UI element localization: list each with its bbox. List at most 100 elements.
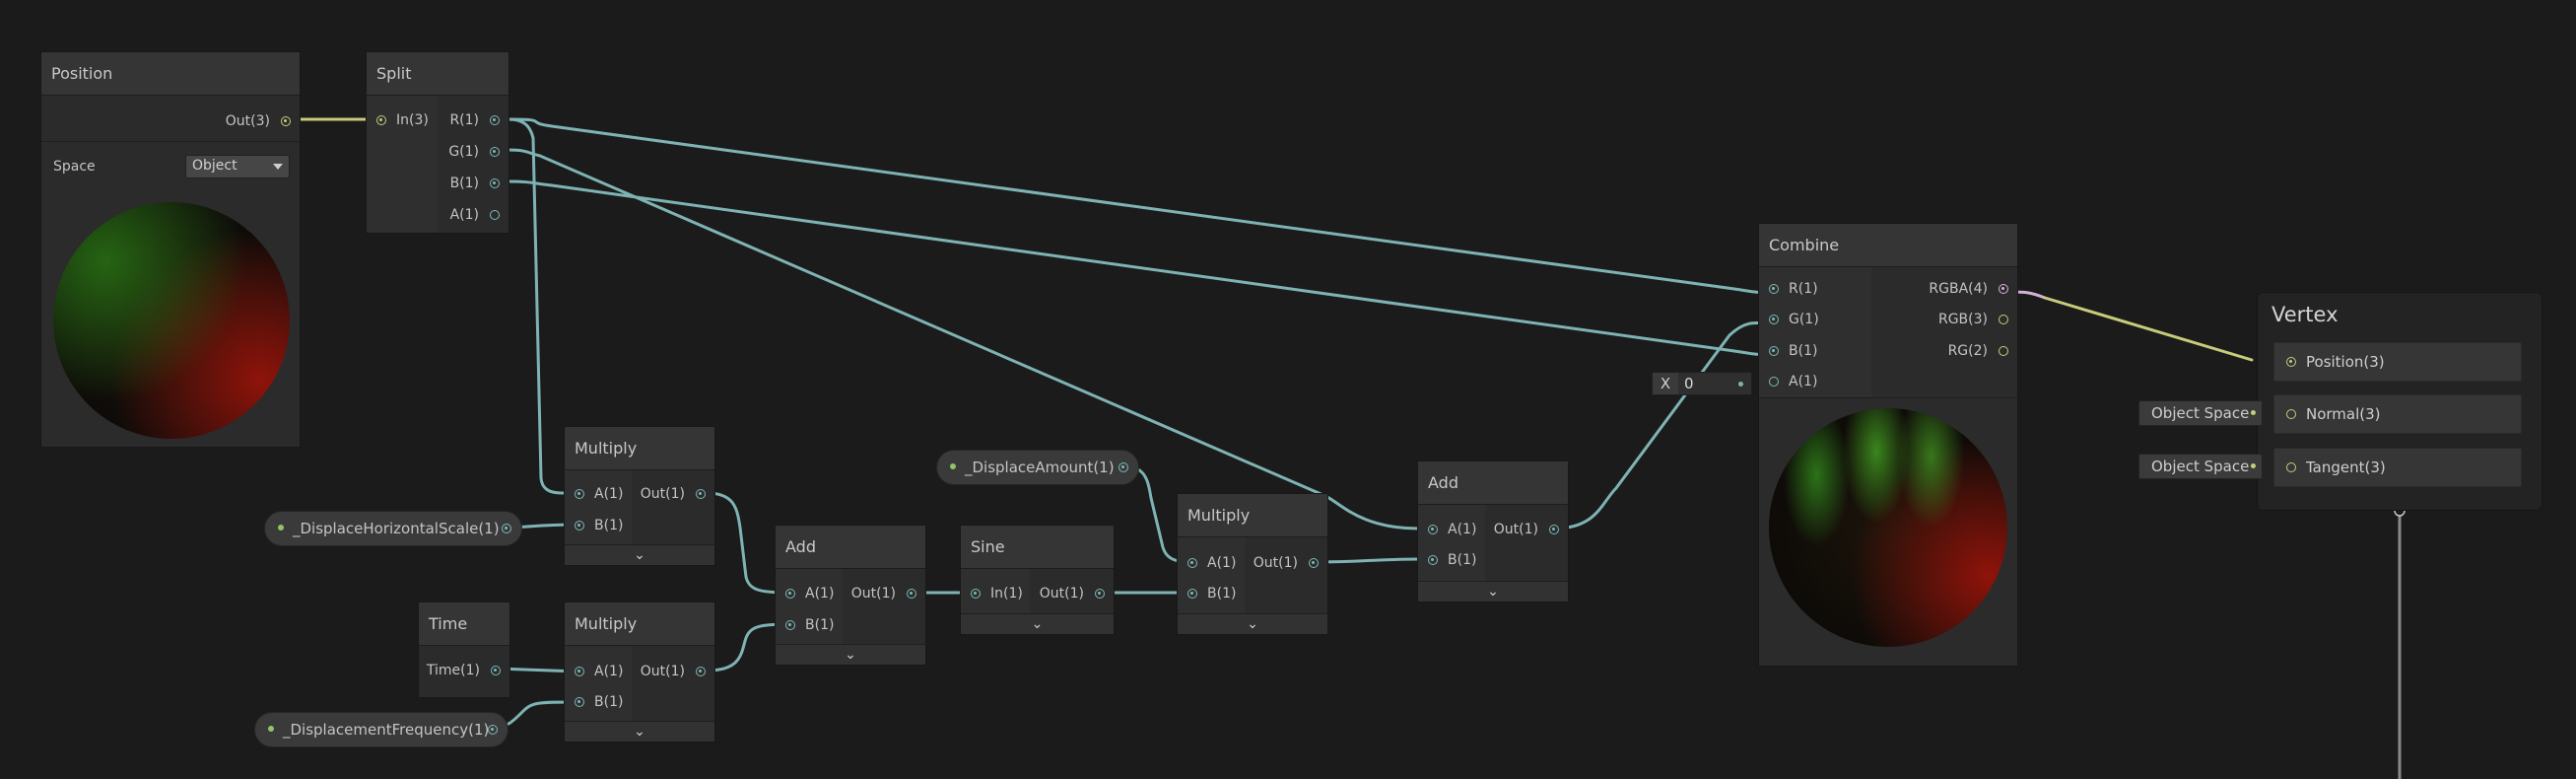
wire-split-r-to-multiply1-a[interactable] [507, 117, 580, 495]
property-dot-icon [950, 463, 956, 469]
vertex-slot-position[interactable]: Position(3) [2273, 342, 2522, 382]
combine-a-default-dot-icon [1738, 382, 1743, 387]
combine-in-b-label: B(1) [1789, 343, 1818, 359]
combine-out-rgb-port[interactable] [1999, 315, 2008, 324]
combine-out-rg-port[interactable] [1999, 346, 2008, 356]
add1-expand-button[interactable]: ⌄ [776, 644, 925, 665]
multiply1-out-label: Out(1) [640, 486, 685, 502]
combine-a-default-field[interactable]: X 0 [1652, 372, 1752, 395]
combine-node[interactable]: Combine R(1) G(1) B(1) A(1) RGBA(4) RGB(… [1758, 223, 2018, 667]
sine-expand-button[interactable]: ⌄ [961, 613, 1114, 634]
position-node-title: Position [41, 52, 300, 96]
add1-in-b-port[interactable] [785, 620, 795, 630]
multiply2-in-b-port[interactable] [575, 697, 584, 707]
property-displace-amount[interactable]: _DisplaceAmount(1) [936, 450, 1139, 485]
multiply2-out-port[interactable] [696, 667, 706, 676]
time-node[interactable]: Time Time(1) [418, 602, 510, 698]
add1-in-a-port[interactable] [785, 589, 795, 599]
split-out-g-port[interactable] [490, 147, 500, 157]
multiply2-in-a-port[interactable] [575, 667, 584, 676]
property-displace-horizontal-scale[interactable]: _DisplaceHorizontalScale(1) [264, 511, 522, 546]
multiply1-in-a-port[interactable] [575, 489, 584, 499]
split-out-a-port[interactable] [490, 210, 500, 220]
time-out-port[interactable] [491, 666, 501, 675]
vertex-normal-in-port[interactable] [2286, 409, 2296, 419]
multiply-node-3[interactable]: Multiply A(1) B(1) Out(1) ⌄ [1177, 493, 1328, 635]
add2-out-port[interactable] [1549, 525, 1559, 534]
multiply3-out-label: Out(1) [1253, 555, 1298, 571]
add1-out-port[interactable] [907, 589, 916, 599]
combine-out-rgba-label: RGBA(4) [1929, 281, 1988, 297]
combine-a-default-value[interactable]: 0 [1684, 375, 1694, 392]
combine-in-r-port[interactable] [1769, 284, 1779, 294]
wire-multiply1-to-add1-a[interactable] [705, 491, 790, 595]
vertex-position-in-port[interactable] [2286, 357, 2296, 367]
position-node[interactable]: Position Out(3) Space Object [40, 51, 301, 448]
multiply3-in-b-label: B(1) [1207, 586, 1237, 602]
sine-in-port[interactable] [971, 589, 981, 599]
split-out-r-label: R(1) [449, 112, 479, 128]
normal-space-field[interactable]: Object Space [2138, 400, 2263, 426]
position-preview-area [41, 192, 300, 447]
vertex-slot-normal[interactable]: Normal(3) [2273, 394, 2522, 434]
property-dot-icon [278, 525, 284, 531]
position-out-port[interactable] [281, 116, 291, 126]
multiply1-expand-button[interactable]: ⌄ [565, 544, 714, 565]
combine-in-g-port[interactable] [1769, 315, 1779, 324]
wire-split-r-to-combine-r[interactable] [507, 117, 1772, 295]
wire-add2-to-combine-g[interactable] [1552, 320, 1772, 531]
add1-in-b-label: B(1) [805, 617, 835, 633]
position-divider [41, 141, 300, 142]
wire-multiply2-to-add1-b[interactable] [705, 622, 790, 673]
wire-multiply3-to-add2-b[interactable] [1312, 557, 1421, 564]
multiply1-in-b-port[interactable] [575, 521, 584, 531]
wire-combine-rgba-to-vertex-position-b[interactable] [2043, 296, 2254, 362]
multiply-node-1[interactable]: Multiply A(1) B(1) Out(1) ⌄ [564, 426, 715, 566]
multiply-node-1-title: Multiply [565, 427, 714, 470]
add-node-1-title: Add [776, 526, 925, 569]
vertex-context-block[interactable]: Vertex Position(3) Normal(3) Tangent(3) [2257, 292, 2542, 511]
wire-split-g-to-combine-b[interactable] [507, 179, 1772, 357]
combine-in-b-port[interactable] [1769, 346, 1779, 356]
multiply2-in-b-label: B(1) [594, 694, 624, 710]
chevron-down-icon: ⌄ [1031, 616, 1044, 632]
multiply3-expand-button[interactable]: ⌄ [1178, 613, 1327, 634]
property-displacement-frequency[interactable]: _DisplacementFrequency(1) [254, 712, 508, 747]
add-node-2[interactable]: Add A(1) B(1) Out(1) ⌄ [1417, 460, 1569, 602]
multiply-node-2[interactable]: Multiply A(1) B(1) Out(1) ⌄ [564, 602, 715, 743]
space-dropdown[interactable]: Object [185, 155, 290, 178]
sine-in-label: In(1) [990, 586, 1023, 602]
combine-in-a-port[interactable] [1769, 377, 1779, 387]
chevron-down-icon: ⌄ [1247, 616, 1258, 632]
add2-in-a-label: A(1) [1448, 522, 1477, 537]
space-dot-icon [2251, 463, 2256, 468]
sine-node[interactable]: Sine In(1) Out(1) ⌄ [960, 525, 1115, 635]
tangent-space-field[interactable]: Object Space [2138, 454, 2263, 479]
add2-in-a-port[interactable] [1428, 525, 1438, 534]
multiply2-expand-button[interactable]: ⌄ [565, 721, 714, 742]
multiply1-out-port[interactable] [696, 489, 706, 499]
split-out-r-port[interactable] [490, 115, 500, 125]
split-out-b-port[interactable] [490, 178, 500, 188]
vertex-slot-tangent[interactable]: Tangent(3) [2273, 448, 2522, 487]
multiply3-out-port[interactable] [1309, 558, 1319, 568]
add2-in-b-port[interactable] [1428, 555, 1438, 565]
multiply3-in-b-port[interactable] [1187, 589, 1197, 599]
add-node-1[interactable]: Add A(1) B(1) Out(1) ⌄ [775, 525, 926, 666]
multiply3-in-a-port[interactable] [1187, 558, 1197, 568]
sine-out-label: Out(1) [1039, 586, 1084, 602]
property-amount-out-port[interactable] [1119, 462, 1128, 472]
split-in-port[interactable] [376, 115, 386, 125]
sine-out-port[interactable] [1095, 589, 1105, 599]
chevron-down-icon: ⌄ [634, 547, 645, 563]
multiply2-in-a-label: A(1) [594, 664, 624, 679]
combine-preview-area [1759, 397, 2017, 666]
add2-expand-button[interactable]: ⌄ [1418, 581, 1568, 602]
multiply1-in-b-label: B(1) [594, 518, 624, 533]
property-frequency-out-port[interactable] [488, 725, 498, 735]
split-node[interactable]: Split In(3) R(1) G(1) B(1) A(1) [366, 51, 509, 234]
combine-out-rgba-port[interactable] [1999, 284, 2008, 294]
vertex-tangent-in-port[interactable] [2286, 462, 2296, 472]
property-horizontal-scale-out-port[interactable] [502, 524, 511, 533]
combine-in-a-label: A(1) [1789, 374, 1818, 390]
